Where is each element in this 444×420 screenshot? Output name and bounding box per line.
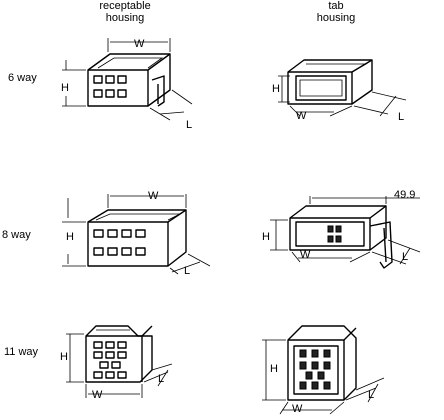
receptable-8-way-h-label: H xyxy=(66,231,74,243)
tab-8-way-drawing: 49.9 H W L xyxy=(262,189,421,269)
receptable-housing-header: receptable housing xyxy=(84,0,166,24)
tab-11-way-l-label: L xyxy=(368,389,374,401)
receptable-6-way-cavities xyxy=(93,75,127,98)
receptable-8-way-drawing: W H L xyxy=(62,190,211,277)
tab-6-way-l-label: L xyxy=(398,111,404,123)
row-label-11-way: 11 way xyxy=(4,346,39,358)
tab-8-way-l-label: L xyxy=(402,251,408,263)
tab-housing-label: tab housing xyxy=(316,0,356,24)
tab-11-way-w-label: W xyxy=(292,403,303,415)
receptable-11-way-w-label: W xyxy=(92,389,103,401)
receptable-6-way-w-label: W xyxy=(134,38,145,50)
tab-11-way-h-label: H xyxy=(270,363,278,375)
tab-6-way-h-label: H xyxy=(272,83,280,95)
receptable-6-way-h-label: H xyxy=(61,82,69,94)
receptable-housing-label: receptable housing xyxy=(99,0,151,24)
receptable-11-way-h-label: H xyxy=(60,351,68,363)
tab-8-way-w-label: W xyxy=(300,249,311,261)
tab-11-way-drawing: H W L xyxy=(262,325,385,415)
receptable-8-way-w-label: W xyxy=(148,190,159,202)
row-label-6-way: 6 way xyxy=(8,72,37,84)
row-label-8-way: 8 way xyxy=(2,229,31,241)
tab-8-way-pins xyxy=(327,225,342,243)
tab-8-way-h-label: H xyxy=(262,231,270,243)
receptable-8-way-l-label: L xyxy=(184,265,190,277)
receptable-8-way-cavities xyxy=(93,229,146,256)
tab-11-way-pins xyxy=(299,349,331,390)
tab-6-way-w-label: W xyxy=(296,110,307,122)
receptable-11-way-drawing: H W L xyxy=(60,325,173,401)
tab-8-way-extra-dim: 49.9 xyxy=(394,189,415,201)
tab-6-way-drawing: H W L xyxy=(272,59,407,123)
tab-housing-header: tab housing xyxy=(296,0,376,24)
receptable-6-way-l-label: L xyxy=(186,119,192,131)
receptable-11-way-cavities xyxy=(93,341,127,379)
receptable-6-way-drawing: W H L xyxy=(61,38,193,131)
receptable-11-way-l-label: L xyxy=(158,373,164,385)
